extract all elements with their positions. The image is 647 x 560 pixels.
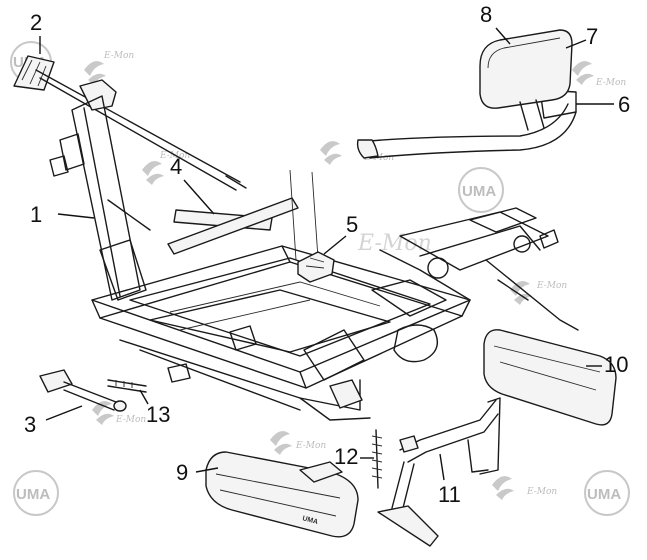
part-2-clip [13,55,55,91]
leader-11 [439,453,445,481]
svg-text:E-Mon: E-Mon [536,281,567,291]
leader-9 [195,467,219,473]
part-4-cross-brace [167,169,319,261]
callout-11: 11 [438,482,461,507]
leader-3 [45,405,83,421]
svg-text:E-Mon: E-Mon [103,51,134,61]
leader-8 [495,27,511,45]
callout-6: 6 [618,92,631,117]
part-1-column [35,69,247,301]
leader-lines [39,27,614,481]
callout-1: 1 [30,202,43,227]
callout-3: 3 [24,412,37,437]
leader-5 [323,235,347,255]
svg-text:UMA: UMA [587,486,621,503]
svg-text:UMA: UMA [16,486,50,503]
svg-text:E-Mon: E-Mon [295,441,326,451]
callout-5: 5 [346,212,359,237]
leader-1 [57,213,95,219]
part-7-8-back-cushion [479,29,573,131]
svg-text:E-Mon: E-Mon [526,487,557,497]
watermark-logo-bottom-right: UMA [584,470,630,516]
watermark-script-text: E-Mon E-Mon E-Mon E-Mon E-Mon E-Mon E-Mo… [103,51,626,497]
part-13-pin [107,379,147,393]
callout-9: 9 [176,460,189,485]
svg-text:E-Mon: E-Mon [363,153,394,163]
svg-text:E-Mon: E-Mon [115,415,146,425]
svg-text:UMA: UMA [462,183,496,200]
part-11-foot-lever [377,397,501,547]
callout-4: 4 [170,154,183,179]
leader-4 [183,179,215,215]
svg-text:UMA: UMA [301,515,318,526]
callout-7: 7 [586,24,599,49]
callout-10: 10 [604,352,629,377]
svg-text:E-Mon: E-Mon [357,231,432,256]
watermark-swoosh-marks [84,61,594,500]
part-10-right-armrest [483,329,617,426]
callout-2: 2 [30,10,43,35]
watermark-logo-center: UMA [458,167,504,213]
part-9-left-armrest: UMA [205,451,359,538]
leader-13 [139,389,149,405]
base-frame [91,245,471,421]
svg-text:E-Mon: E-Mon [595,78,626,88]
right-mechanism [399,207,579,331]
callout-12: 12 [334,444,359,469]
part-3-actuator [39,369,127,412]
watermark-logo-bottom-left: UMA [13,470,59,516]
svg-text:E-Mon: E-Mon [159,151,190,161]
leader-7 [565,39,587,49]
part-5-bracket [297,251,335,283]
callout-8: 8 [480,2,493,27]
callout-13: 13 [146,402,171,427]
part-12-spring [371,429,383,489]
part-6-backrest-bar [356,89,577,159]
